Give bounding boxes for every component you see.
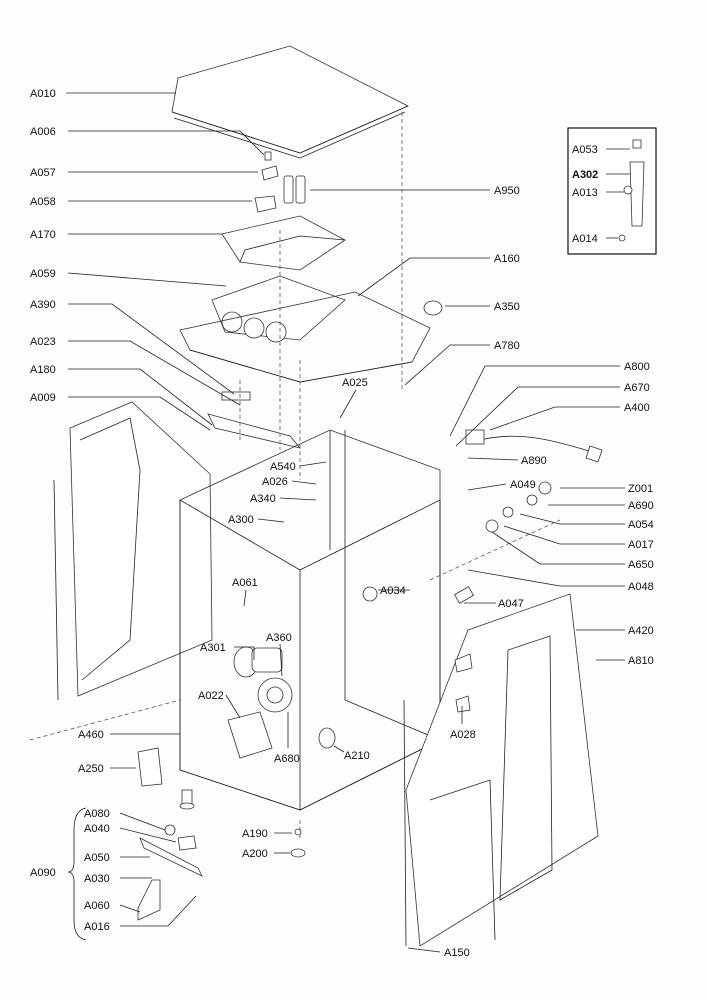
label-A780: A780 [494, 340, 520, 352]
label-A080: A080 [84, 808, 110, 820]
label-A017: A017 [628, 539, 654, 551]
leader-lines [66, 92, 630, 953]
left-side-panel-part [53, 401, 213, 701]
label-A460: A460 [78, 729, 104, 741]
label-A014: A014 [572, 233, 598, 245]
label-A210: A210 [344, 750, 370, 762]
label-A800: A800 [624, 361, 650, 373]
knob-part [254, 195, 277, 213]
foot-screw-part [290, 828, 306, 858]
pump-bracket-part [227, 711, 273, 759]
round-cap-part [423, 300, 443, 316]
label-A250: A250 [78, 763, 104, 775]
label-A680: A680 [274, 753, 300, 765]
label-A360: A360 [266, 632, 292, 644]
label-A810: A810 [628, 655, 654, 667]
label-A053: A053 [572, 144, 598, 156]
label-A009: A009 [30, 392, 56, 404]
assembly-guide-lines [29, 112, 561, 840]
roller-part [318, 727, 336, 749]
adjustable-foot-part [179, 789, 195, 810]
label-A030: A030 [84, 873, 110, 885]
bottom-bracket-part [137, 824, 203, 921]
label-A150: A150 [444, 947, 470, 959]
label-A650: A650 [628, 559, 654, 571]
inset-box [567, 127, 657, 255]
label-A060: A060 [84, 900, 110, 912]
label-A190: A190 [242, 828, 268, 840]
label-A023: A023 [30, 336, 56, 348]
top-lid-part [171, 45, 409, 159]
bracket-part [261, 165, 279, 181]
control-bar-part [207, 413, 302, 449]
label-A670: A670 [624, 382, 650, 394]
drain-pump-part [233, 646, 293, 713]
dispenser-part [211, 275, 346, 343]
label-A047: A047 [498, 598, 524, 610]
label-A350: A350 [494, 301, 520, 313]
label-A010: A010 [30, 88, 56, 100]
label-A028: A028 [450, 729, 476, 741]
label-A180: A180 [30, 364, 56, 376]
label-A022: A022 [198, 690, 224, 702]
label-A301: A301 [200, 642, 226, 654]
label-A048: A048 [628, 581, 654, 593]
label-A049: A049 [510, 479, 536, 491]
label-A058: A058 [30, 196, 56, 208]
label-A950: A950 [494, 185, 520, 197]
label-A420: A420 [628, 625, 654, 637]
label-A540: A540 [270, 461, 296, 473]
label-A054: A054 [628, 519, 654, 531]
label-A690: A690 [628, 500, 654, 512]
label-A400: A400 [624, 402, 650, 414]
label-A090: A090 [30, 867, 56, 879]
power-cord-part [465, 429, 603, 463]
hinge-bar-part [221, 391, 251, 401]
label-A026: A026 [262, 476, 288, 488]
label-A059: A059 [30, 268, 56, 280]
detergent-drawer-part [221, 215, 346, 271]
right-side-panel-part [405, 593, 599, 947]
clip-part [264, 151, 272, 161]
kick-panel-part [137, 747, 163, 787]
label-A057: A057 [30, 167, 56, 179]
label-A200: A200 [242, 848, 268, 860]
callout-labels: A010 A006 A057 A058 A950 A170 A160 A059 … [30, 88, 654, 959]
label-A302: A302 [572, 169, 598, 181]
label-A016: A016 [84, 921, 110, 933]
cabinet-body-part [179, 429, 441, 811]
filter-cylinders-part [283, 175, 306, 204]
label-A013: A013 [572, 187, 598, 199]
rod-part [403, 699, 407, 947]
label-A061: A061 [232, 577, 258, 589]
label-A025: A025 [342, 377, 368, 389]
label-A050: A050 [84, 852, 110, 864]
label-A034: A034 [380, 585, 406, 597]
label-Z001: Z001 [628, 483, 653, 495]
label-A300: A300 [228, 514, 254, 526]
label-A170: A170 [30, 229, 56, 241]
label-A006: A006 [30, 126, 56, 138]
label-A160: A160 [494, 253, 520, 265]
label-A040: A040 [84, 823, 110, 835]
label-A340: A340 [250, 493, 276, 505]
label-A390: A390 [30, 299, 56, 311]
label-A890: A890 [521, 455, 547, 467]
